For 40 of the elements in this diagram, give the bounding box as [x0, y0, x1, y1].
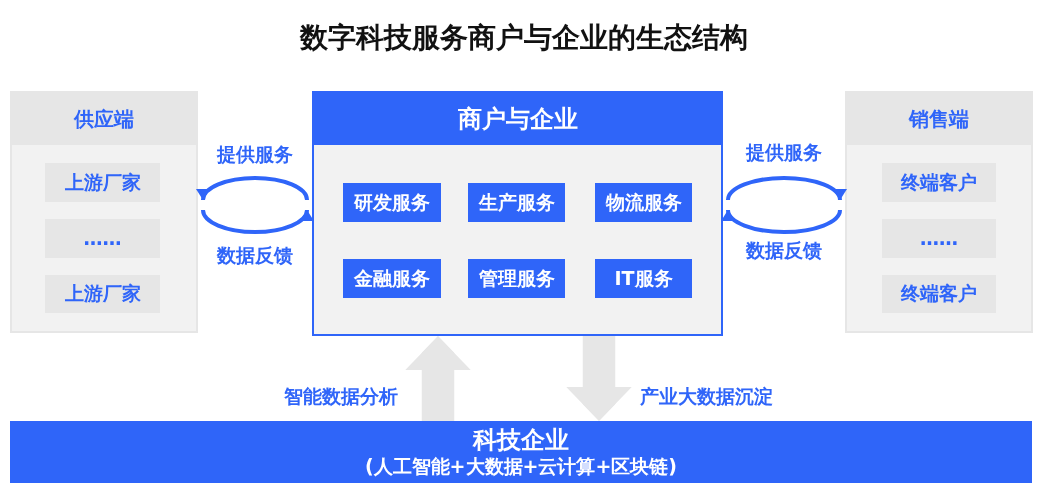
panel-header: 销售端	[847, 93, 1031, 145]
service-label: 管理服务	[478, 266, 555, 291]
edge-label: 数据反馈	[746, 238, 822, 262]
service-label: IT服务	[614, 266, 673, 291]
service-label: 物流服务	[605, 190, 682, 215]
item-label: 上游厂家	[64, 282, 141, 306]
edge-label: 提供服务	[746, 140, 822, 164]
service-box	[343, 259, 441, 298]
item-label: 上游厂家	[64, 170, 141, 195]
panel-header: 商户与企业	[314, 93, 721, 145]
band-title: 科技企业	[473, 425, 569, 456]
edge-label: 产业大数据沉淀	[640, 384, 773, 408]
tech-enterprise-band	[10, 421, 1032, 483]
panel-header: 供应端	[12, 93, 196, 145]
side-panel	[845, 91, 1033, 333]
item-label: ……	[83, 226, 122, 251]
service-box	[468, 259, 565, 298]
band-subtitle: (人工智能+大数据+云计算+区块链)	[364, 455, 678, 479]
service-label: 金融服务	[354, 266, 430, 291]
block-arrow	[405, 336, 471, 421]
side-panel	[10, 91, 198, 333]
edge-label: 提供服务	[217, 142, 293, 166]
service-box	[343, 183, 441, 222]
service-box	[595, 183, 692, 222]
cycle-arrow	[201, 209, 313, 234]
service-box	[468, 183, 565, 222]
item-label: 终端客户	[901, 170, 977, 195]
item-label: ……	[920, 226, 958, 251]
cycle-arrow	[726, 176, 846, 201]
service-label: 研发服务	[354, 190, 430, 215]
block-arrow	[566, 336, 632, 421]
service-label: 生产服务	[478, 190, 555, 215]
cycle-arrow	[722, 209, 842, 234]
edge-label: 数据反馈	[217, 243, 293, 267]
cycle-arrow	[197, 176, 309, 201]
service-box	[595, 259, 692, 298]
edge-label: 智能数据分析	[284, 384, 398, 408]
diagram-title: 数字科技服务商户与企业的生态结构	[299, 21, 748, 55]
main-panel	[312, 91, 723, 336]
item-label: 终端客户	[901, 282, 977, 306]
